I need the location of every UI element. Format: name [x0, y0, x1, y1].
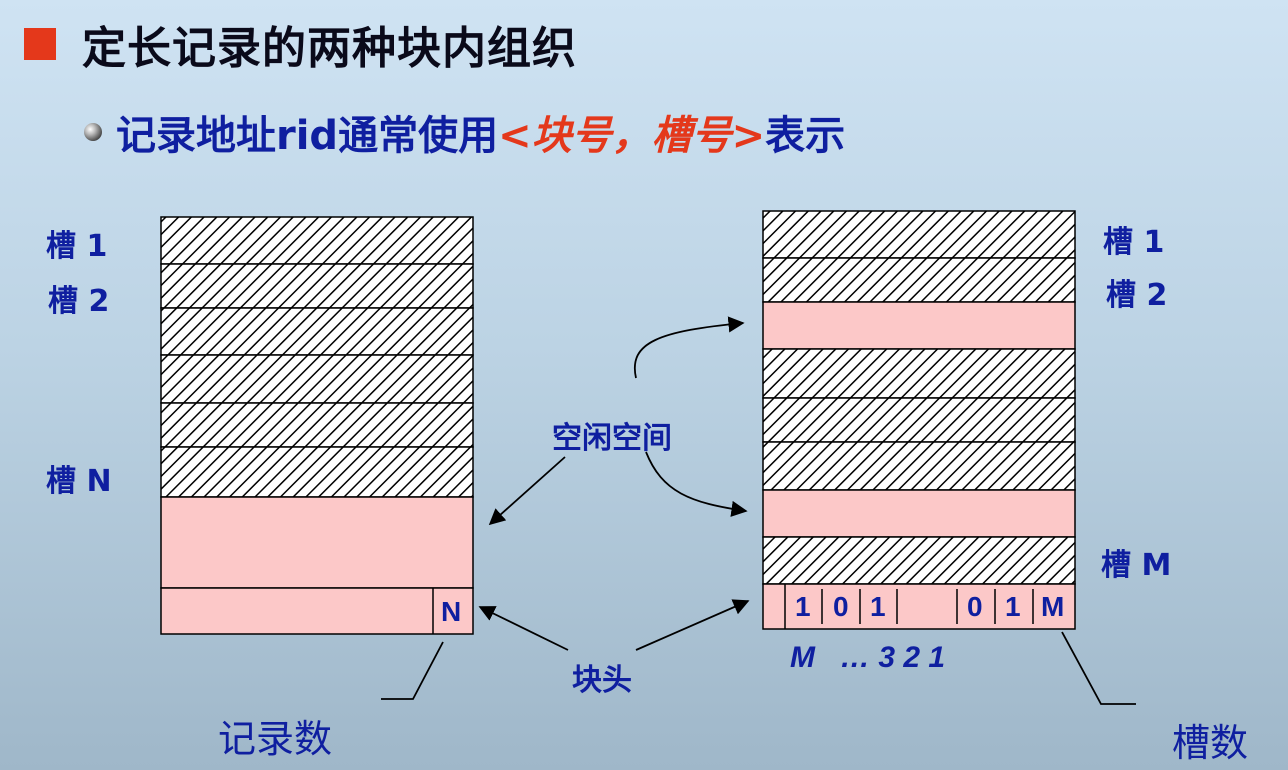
right-slot-1 — [762, 210, 1076, 259]
bitmap-cell: 1 — [1005, 591, 1021, 622]
slot-count-cell: M — [1041, 591, 1065, 622]
right-slot-2 — [762, 257, 1076, 303]
round-bullet-icon — [84, 123, 102, 141]
arrows — [381, 316, 1136, 705]
left-header-count: N — [441, 596, 462, 627]
left-slot-5 — [160, 402, 474, 448]
page-title: 定长记录的两种块内组织 — [82, 23, 577, 74]
right-free-slot-7 — [762, 489, 1076, 538]
bitmap-cell: 0 — [833, 591, 849, 622]
arrow-free-to-right-bottom — [645, 451, 748, 517]
subtitle-prefix: 记录地址rid通常使用 — [116, 113, 499, 159]
slot-count-leader — [1061, 631, 1136, 705]
right-slot-6 — [762, 441, 1076, 491]
subtitle-row: 记录地址rid通常使用<块号，槽号>表示 — [84, 104, 845, 160]
title-row: 定长记录的两种块内组织 — [24, 14, 577, 74]
left-slot-2 — [160, 263, 474, 309]
slot-index-row: M … 3 2 1 — [790, 641, 946, 674]
bitmap-cell: 0 — [967, 591, 983, 622]
arrow-free-to-right-top — [633, 316, 745, 379]
left-slot-n — [160, 446, 474, 498]
slot-count-label: 槽数 — [1172, 721, 1249, 765]
right-slot-m-label: 槽 M — [1101, 548, 1172, 583]
left-free-space — [160, 496, 474, 589]
left-slot-1 — [160, 216, 474, 265]
left-slot-3 — [160, 307, 474, 356]
block-header-label: 块头 — [572, 663, 632, 698]
record-count-label: 记录数 — [218, 717, 333, 761]
left-slot-n-label: 槽 N — [46, 464, 112, 499]
right-slot-1-label: 槽 1 — [1103, 225, 1165, 260]
right-slot-4 — [762, 348, 1076, 399]
right-slot-2-label: 槽 2 — [1106, 278, 1168, 313]
left-slot-1-label: 槽 1 — [46, 229, 108, 264]
record-count-leader — [381, 641, 444, 700]
right-block — [762, 210, 1076, 630]
subtitle-emphasis: <块号，槽号> — [498, 113, 766, 159]
right-block-header — [762, 583, 1076, 630]
subtitle-suffix: 表示 — [765, 113, 846, 159]
left-slot-4 — [160, 354, 474, 404]
left-slot-2-label: 槽 2 — [48, 284, 110, 319]
left-block — [160, 216, 474, 635]
arrow-header-to-right — [635, 599, 750, 651]
arrow-free-to-left — [488, 456, 566, 526]
bitmap-cell: 1 — [795, 591, 811, 622]
right-slot-5 — [762, 397, 1076, 443]
bitmap-cell: 1 — [870, 591, 886, 622]
subtitle: 记录地址rid通常使用<块号，槽号>表示 — [116, 103, 845, 161]
right-slot-m — [762, 536, 1076, 585]
left-block-header — [160, 587, 474, 635]
right-free-slot-3 — [762, 301, 1076, 350]
arrow-header-to-left — [478, 606, 569, 651]
square-bullet-icon — [24, 28, 56, 60]
free-space-label: 空闲空间 — [552, 421, 672, 456]
